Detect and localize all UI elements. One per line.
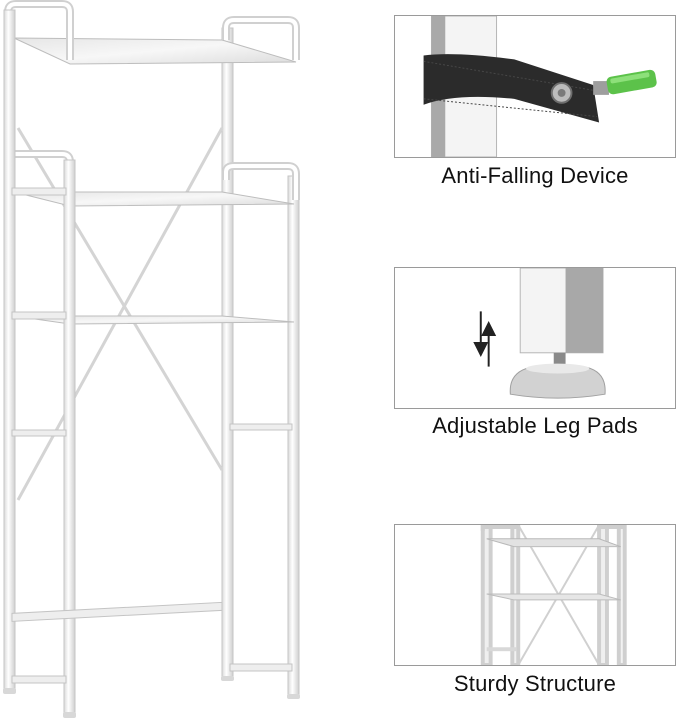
rack-back-posts xyxy=(221,27,300,697)
up-down-arrows-icon xyxy=(473,311,497,367)
rack-cross-braces xyxy=(16,127,224,501)
rack-side-rails xyxy=(11,187,293,684)
feature-panel-sturdy xyxy=(394,524,676,666)
feature-panel-leg-pads xyxy=(394,267,676,409)
feature-caption: Anti-Falling Device xyxy=(441,163,629,188)
feature-caption: Sturdy Structure xyxy=(453,671,617,696)
feature-panel-anti-falling xyxy=(394,15,676,158)
anti-falling-strap-icon xyxy=(423,16,657,157)
rack-feet xyxy=(3,676,300,718)
rack-shelves xyxy=(13,37,297,325)
feature-caption: Adjustable Leg Pads xyxy=(432,413,638,438)
rack-top-handles xyxy=(4,0,300,200)
sturdy-structure-icon xyxy=(480,525,627,665)
rack-product-image xyxy=(3,0,300,718)
adjustable-leg-pad-icon xyxy=(473,268,606,399)
rack-front-posts xyxy=(3,9,76,716)
